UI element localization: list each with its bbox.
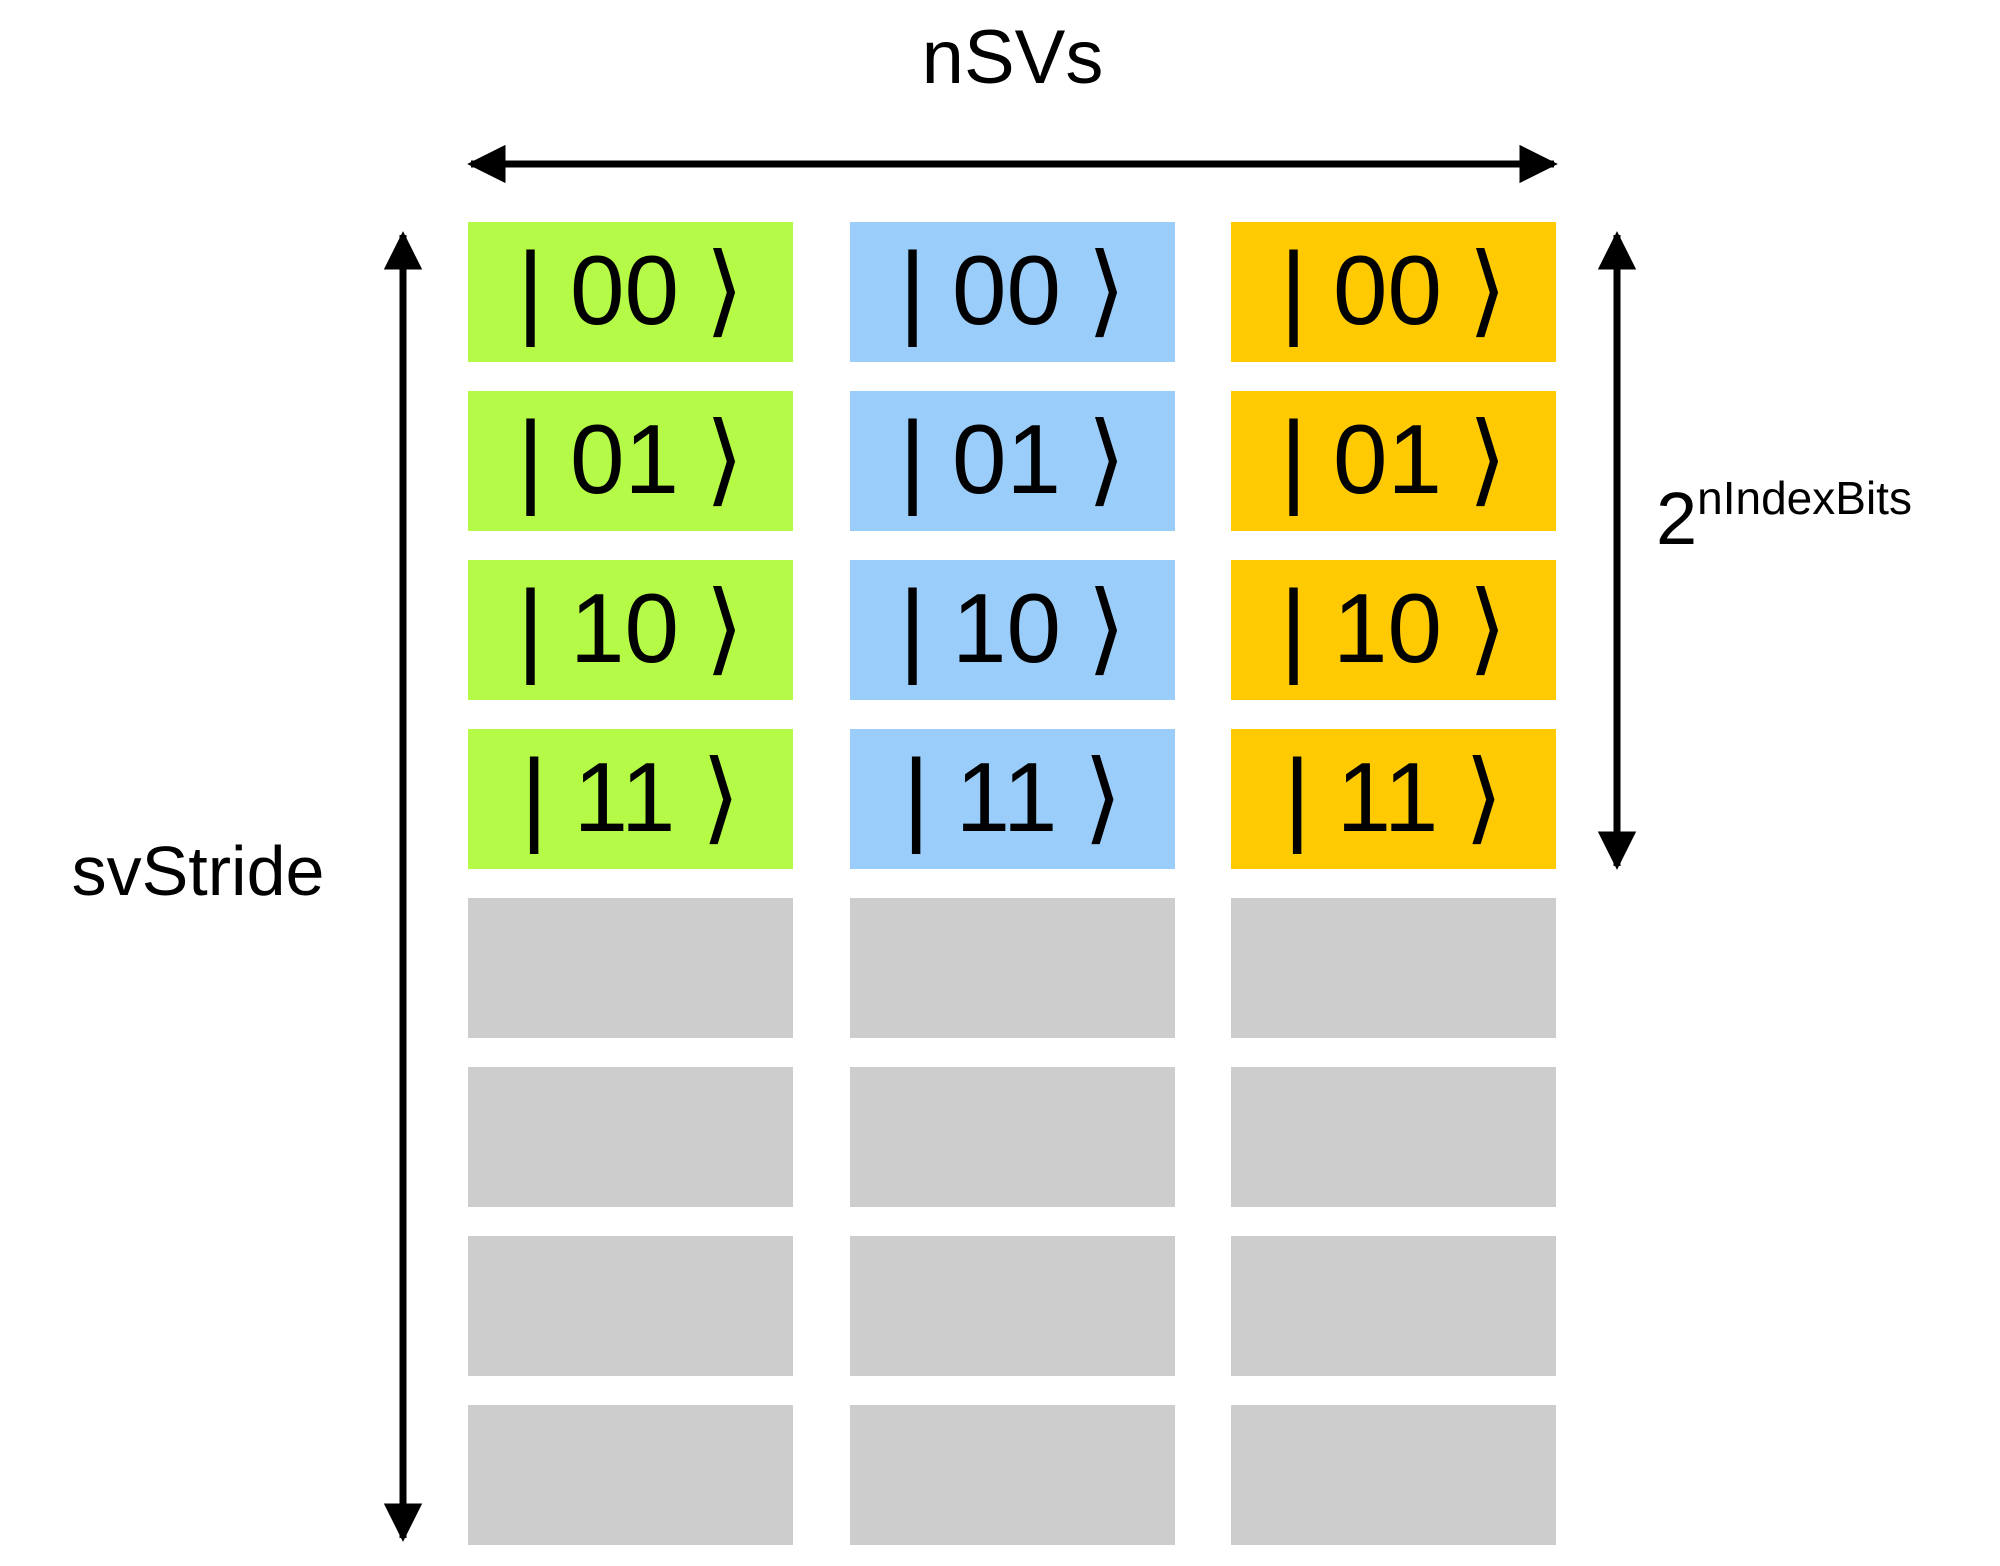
ket-bar: | [898,401,926,517]
ket-notation: |00⟩ [899,238,1126,342]
ket-value: 10 [951,573,1061,683]
ket-rangle-icon: ⟩ [705,231,745,348]
sv-column-3: |00⟩|01⟩|10⟩|11⟩ [1231,222,1556,1545]
ket-notation: |11⟩ [903,745,1123,849]
empty-cell [850,1236,1175,1376]
ket-cell-00: |00⟩ [1231,222,1556,362]
ket-value: 10 [1332,573,1442,683]
empty-cell [1231,1405,1556,1545]
ket-bar: | [898,570,926,686]
empty-cell [1231,898,1556,1038]
ket-cell-00: |00⟩ [468,222,793,362]
ket-value: 11 [955,742,1058,852]
ket-bar: | [1279,232,1307,348]
empty-cell [850,1067,1175,1207]
ket-value: 00 [569,235,679,345]
ket-bar: | [1283,739,1311,855]
sv-column-1: |00⟩|01⟩|10⟩|11⟩ [468,222,793,1545]
ket-notation: |01⟩ [1280,407,1507,511]
empty-cell [468,1236,793,1376]
ket-rangle-icon: ⟩ [1468,569,1508,686]
ket-notation: |10⟩ [517,576,744,680]
ket-value: 01 [569,404,679,514]
ket-cell-10: |10⟩ [850,560,1175,700]
ket-notation: |10⟩ [899,576,1126,680]
ket-cell-01: |01⟩ [850,391,1175,531]
empty-cell [1231,1236,1556,1376]
ket-notation: |11⟩ [1284,745,1504,849]
ket-cell-01: |01⟩ [468,391,793,531]
state-vector-grid: |00⟩|01⟩|10⟩|11⟩|00⟩|01⟩|10⟩|11⟩|00⟩|01⟩… [468,222,1556,1545]
ket-rangle-icon: ⟩ [1087,231,1127,348]
ket-cell-00: |00⟩ [850,222,1175,362]
ket-notation: |01⟩ [899,407,1126,511]
ket-value: 01 [1332,404,1442,514]
ket-rangle-icon: ⟩ [701,738,741,855]
ket-bar: | [516,232,544,348]
ket-value: 11 [1336,742,1439,852]
ket-cell-10: |10⟩ [468,560,793,700]
ket-bar: | [516,401,544,517]
empty-cell [850,1405,1175,1545]
ket-value: 00 [951,235,1061,345]
ket-cell-11: |11⟩ [468,729,793,869]
ket-bar: | [1279,401,1307,517]
ket-notation: |00⟩ [1280,238,1507,342]
ket-rangle-icon: ⟩ [705,569,745,686]
ket-rangle-icon: ⟩ [1087,569,1127,686]
ket-notation: |01⟩ [517,407,744,511]
nindexbits-base: 2 [1656,477,1698,560]
ket-cell-01: |01⟩ [1231,391,1556,531]
empty-cell [850,898,1175,1038]
nindexbits-superscript: nIndexBits [1697,472,1912,525]
ket-rangle-icon: ⟩ [1464,738,1504,855]
ket-notation: |11⟩ [521,745,741,849]
empty-cell [1231,1067,1556,1207]
ket-value: 11 [573,742,676,852]
nindexbits-label: 2nIndexBits [1656,475,1912,556]
ket-value: 10 [569,573,679,683]
ket-cell-10: |10⟩ [1231,560,1556,700]
svstride-label: svStride [71,832,325,910]
ket-bar: | [516,570,544,686]
ket-bar: | [902,739,930,855]
ket-rangle-icon: ⟩ [1087,400,1127,517]
ket-value: 01 [951,404,1061,514]
ket-rangle-icon: ⟩ [705,400,745,517]
ket-rangle-icon: ⟩ [1468,400,1508,517]
ket-rangle-icon: ⟩ [1083,738,1123,855]
empty-cell [468,898,793,1038]
ket-cell-11: |11⟩ [850,729,1175,869]
ket-rangle-icon: ⟩ [1468,231,1508,348]
ket-value: 00 [1332,235,1442,345]
empty-cell [468,1405,793,1545]
empty-cell [468,1067,793,1207]
nsvs-label: nSVs [921,15,1104,100]
ket-notation: |10⟩ [1280,576,1507,680]
ket-notation: |00⟩ [517,238,744,342]
ket-bar: | [520,739,548,855]
ket-bar: | [1279,570,1307,686]
sv-column-2: |00⟩|01⟩|10⟩|11⟩ [850,222,1175,1545]
ket-bar: | [898,232,926,348]
ket-cell-11: |11⟩ [1231,729,1556,869]
